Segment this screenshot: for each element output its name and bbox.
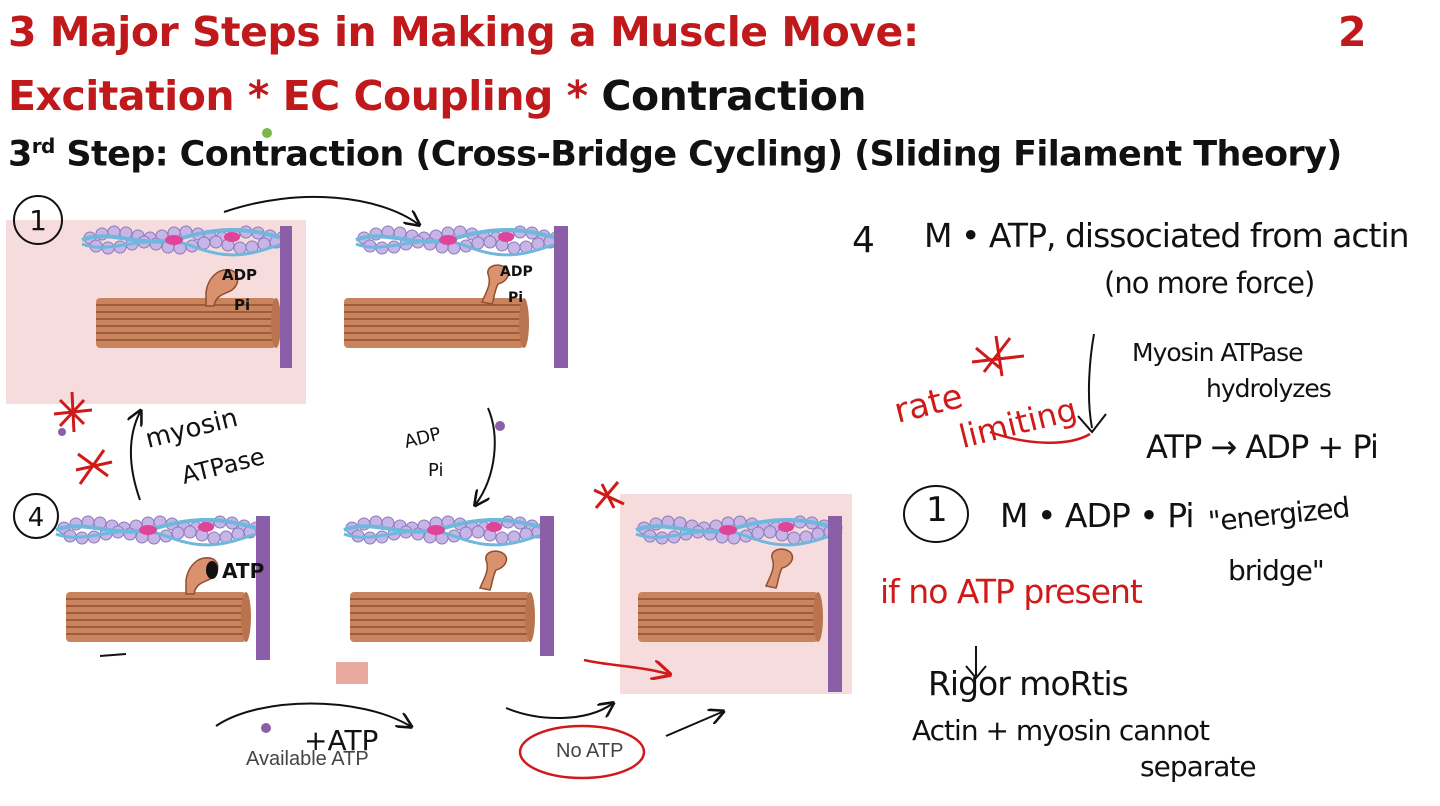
- slide-number: 2: [1338, 8, 1367, 56]
- red-star-icon: [53, 391, 625, 509]
- subtitle-red-part: Excitation * EC Coupling *: [8, 72, 602, 120]
- panel2-pi-label: Pi: [508, 290, 523, 306]
- step-heading-text: Step: Contraction (Cross-Bridge Cycling)…: [54, 134, 1342, 175]
- panel1-pi-label: Pi: [234, 296, 250, 314]
- pointer-dot: [262, 128, 272, 138]
- cross-bridge-cycle-diagram: ADP Pi ADP Pi ATP 1: [6, 195, 852, 780]
- arrow-panel3-to-panel4: [215, 702, 410, 727]
- purple-dot: [58, 428, 66, 436]
- atpase-label: ATPase: [179, 442, 268, 490]
- note-bridge: bridge": [1228, 554, 1325, 587]
- panel-actin-binding: ADP Pi: [343, 224, 568, 368]
- step-1-marker: 1: [13, 195, 63, 245]
- pi-arrow-label: Pi: [428, 460, 443, 481]
- panel-atp-bound: ATP: [54, 514, 270, 660]
- note-cannot: Actin + myosin cannot: [912, 714, 1210, 747]
- step-4-number: 4: [28, 503, 45, 533]
- arrow-panel1-to-panel2: [223, 195, 418, 224]
- arrow-no-atp-path: [505, 704, 612, 720]
- arrow-to-rigor: [665, 712, 722, 737]
- atp-marker-box: [336, 662, 368, 684]
- myosin-label: myosin: [142, 403, 240, 455]
- step-1-number: 1: [29, 204, 47, 237]
- step-4-marker: 4: [13, 493, 59, 539]
- panel-rigor: [620, 494, 852, 694]
- purple-dot: [261, 723, 271, 733]
- purple-dot: [495, 421, 505, 431]
- panel-power-stroke: [342, 514, 554, 656]
- note-step4-sub: (no more force): [1104, 266, 1315, 300]
- note-separate: separate: [1140, 750, 1257, 783]
- note-step4-number: 4: [852, 220, 875, 261]
- available-atp-caption: Available ATP: [246, 748, 369, 770]
- adp-arrow-label: ADP: [402, 423, 443, 452]
- no-atp-caption: No ATP: [556, 740, 624, 762]
- arrow-panel2-to-panel3: [476, 407, 496, 504]
- arrow-panel4-to-panel1: [131, 412, 140, 501]
- red-star-icon: [971, 335, 1025, 377]
- step-1-note-circle: [903, 485, 969, 543]
- step-heading-ordinal: rd: [31, 134, 56, 158]
- hydrolysis-arrow: [1087, 333, 1095, 429]
- note-reaction: ATP → ADP + Pi: [1146, 428, 1379, 466]
- panel-energized-bridge: ADP Pi: [6, 220, 306, 404]
- note-step1-text: M • ADP • Pi: [1000, 496, 1195, 535]
- down-arrow-icon: [965, 646, 987, 680]
- subtitle-black-part: Contraction: [601, 72, 867, 120]
- notes-annotations: [903, 333, 1107, 680]
- step-heading-number: 3: [8, 134, 32, 175]
- slide-title: 3 Major Steps in Making a Muscle Move:: [8, 8, 919, 56]
- panel1-adp-label: ADP: [222, 266, 257, 284]
- no-atp-circle: [518, 724, 646, 780]
- note-rigor-mortis: Rigor moRtis: [928, 664, 1129, 703]
- step-heading: 3rd Step: Contraction (Cross-Bridge Cycl…: [8, 134, 1342, 175]
- arrow-red-rigor: [583, 658, 668, 674]
- note-myosin-atpase: Myosin ATPase: [1132, 338, 1304, 367]
- note-if-no-atp: if no ATP present: [880, 572, 1143, 611]
- note-hydrolyzes: hydrolyzes: [1206, 374, 1332, 403]
- panel4-atp-label: ATP: [222, 559, 264, 583]
- note-step4-text: M • ATP, dissociated from actin: [924, 216, 1410, 255]
- plus-atp-label: +ATP: [304, 724, 378, 757]
- panel2-adp-label: ADP: [500, 264, 533, 280]
- slide-subtitle: Excitation * EC Coupling * Contraction: [8, 72, 867, 120]
- note-step1-number: 1: [926, 490, 948, 530]
